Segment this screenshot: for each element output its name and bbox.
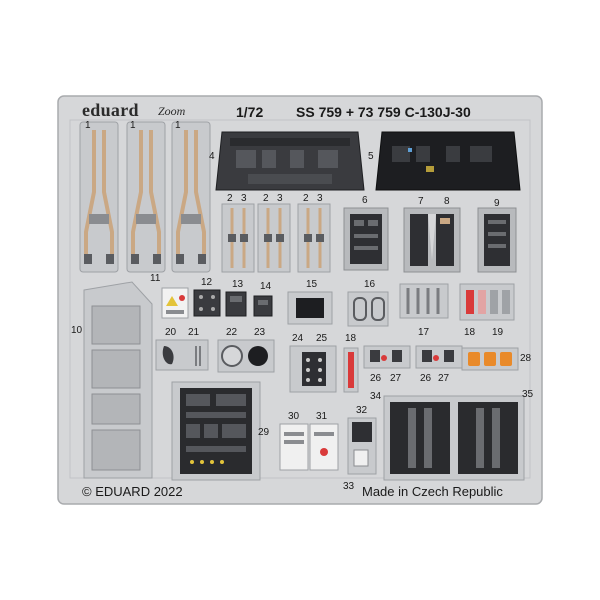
part-number: 33 [343,481,355,492]
part-number: 4 [209,151,215,162]
part-number: 11 [150,273,161,284]
panel-32-33 [347,417,377,475]
part-number: 32 [356,405,368,416]
part-number: 31 [316,411,328,422]
instrument-panel-5 [375,131,521,191]
part-number: 12 [201,277,213,288]
part-number: 3 [317,193,323,204]
part-number: 9 [494,198,500,209]
part-number: 1 [130,120,136,131]
part-number: 19 [492,327,504,338]
part-number: 27 [438,373,450,384]
part-number: 18 [464,327,476,338]
panel-13 [225,291,247,317]
part-number: 10 [71,325,83,336]
placard-11 [161,287,189,319]
instrument-panel-4 [215,131,365,191]
catalog-title: SS 759 + 73 759 C-130J-30 [296,104,471,120]
dials-22-23 [217,339,275,373]
part-number: 8 [444,196,450,207]
origin-text: Made in Czech Republic [362,484,503,499]
copyright-text: © EDUARD 2022 [82,484,183,499]
part-number: 22 [226,327,238,338]
center-console-29 [171,381,261,481]
pedals-20-21 [155,339,209,371]
part-number: 17 [418,327,430,338]
part-number: 16 [364,279,376,290]
part-number: 29 [258,427,270,438]
part-number: 13 [232,279,244,290]
part-number: 3 [241,193,247,204]
panel-12 [193,289,221,317]
part-number: 30 [288,411,300,422]
part-number: 28 [520,353,532,364]
part-number: 26 [370,373,382,384]
part-number: 2 [303,193,309,204]
brand-logo-text: eduard [82,100,139,120]
panel-14 [253,295,273,317]
part-number: 2 [227,193,233,204]
part-number: 18 [345,333,357,344]
part-number: 26 [420,373,432,384]
levers-26-27 [363,345,463,369]
belt-buckle-group [221,203,331,273]
part-number: 34 [370,391,382,402]
part-number: 27 [390,373,402,384]
part-number: 2 [263,193,269,204]
console-panel-7-8 [403,207,461,273]
part-number: 5 [368,151,374,162]
seat-harness-1c [171,121,211,273]
zoom-tag: Zoom [158,104,186,118]
part-number: 14 [260,281,272,292]
part-number: 7 [418,196,424,207]
seat-harness-1b [126,121,166,273]
part-number: 6 [362,195,368,206]
part-number: 25 [316,333,328,344]
part-number: 35 [522,389,534,400]
seat-harness-group [79,121,211,273]
console-panel-9 [477,207,517,273]
part-number: 3 [277,193,283,204]
part-number: 23 [254,327,266,338]
scale-label: 1/72 [236,104,264,120]
part-number: 1 [175,120,181,131]
console-panel-6 [343,207,389,271]
part-number: 21 [188,327,200,338]
side-panel-10 [83,281,153,479]
warning-strip-18 [343,347,359,393]
switches-18-19 [459,283,515,321]
placards-30-31 [279,423,339,471]
part-number: 24 [292,333,304,344]
part-number: 20 [165,327,177,338]
rails-17 [399,283,449,319]
display-15 [287,291,333,325]
panel-24-25 [289,345,337,393]
part-number: 1 [85,120,91,131]
amber-lights-28 [461,347,519,371]
rear-panels-34-35 [383,395,525,481]
part-number: 15 [306,279,318,290]
grab-handles-16 [347,291,389,327]
seat-harness-1a [79,121,119,273]
